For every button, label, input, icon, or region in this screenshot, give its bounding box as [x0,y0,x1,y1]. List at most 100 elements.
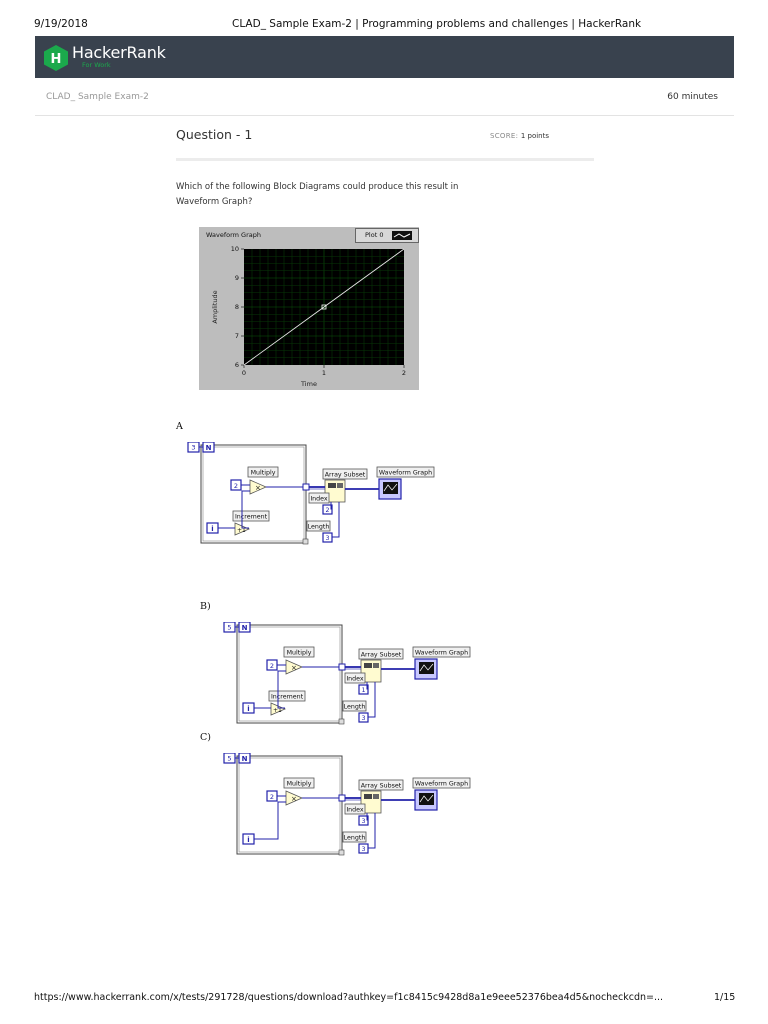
array-subset-glyph-out [337,483,343,488]
n-constant-value: 5 [227,755,231,763]
array-subset-glyph [328,483,336,488]
n-terminal [202,442,215,453]
index-label-box [308,492,330,504]
loop-condition-corner [302,538,309,545]
multiply-label: Multiply [287,650,312,657]
multiply-node-icon [249,479,267,495]
length-label: Length [344,704,366,711]
index-label: Index [346,807,364,814]
iteration-label: i [247,836,249,844]
index-label: Index [346,676,364,683]
question-divider [176,158,594,161]
waveform-terminal-label-box [376,466,435,478]
svg-text:H: H [51,52,62,67]
print-footer-url: https://www.hackerrank.com/x/tests/29172… [34,992,664,1003]
multiply-constant-value: 2 [270,662,274,670]
array-subset-label-box [358,648,404,660]
n-constant-value: 5 [227,624,231,632]
index-label: Index [310,496,328,503]
site-header: H HackerRank For Work [35,36,734,78]
score-value: 1 points [520,132,550,140]
for-loop-inner-frame [202,446,305,542]
length-wire [332,502,340,538]
waveform-graph-title: Waveform Graph [206,231,261,239]
x-axis-label: Time [301,380,317,388]
data-point [321,304,327,310]
brand-subtitle: For Work [82,61,111,69]
for-loop-inner-frame [238,626,341,722]
array-subset-glyph-out [373,794,379,799]
array-subset-label: Array Subset [361,783,402,790]
length-wire [368,682,376,718]
iteration-label: i [247,705,249,713]
n-terminal-label: N [242,624,248,632]
n-terminal-label: N [242,755,248,763]
auto-index-tunnel [338,794,346,802]
multiply-constant-value: 2 [270,793,274,801]
increment-to-multiply-wire [277,670,286,709]
waveform-terminal-label-box [412,777,471,789]
option-letter: A [176,421,183,432]
x-tick-label: 0 [242,369,246,377]
question-text: Which of the following Block Diagrams co… [176,182,459,207]
iter-to-multiply-wire [254,801,286,840]
option-letter: C) [200,732,211,743]
increment-label: Increment [235,514,268,521]
index-constant-value: 2 [325,507,329,514]
length-label-box [306,520,331,532]
n-terminal-label: N [206,444,212,452]
n-terminal [238,753,251,764]
y-tick-label: 10 [231,245,239,253]
exam-time-limit: 60 minutes [667,92,718,102]
auto-index-tunnel [338,663,346,671]
waveform-terminal-trace [383,483,398,492]
length-constant-value: 3 [361,715,365,722]
series-line [243,248,405,366]
array-subset-label: Array Subset [361,652,402,659]
length-constant-value: 3 [325,535,329,542]
y-tick-label: 9 [235,274,239,282]
waveform-terminal-label: Waveform Graph [379,470,432,477]
exam-bar: CLAD_ Sample Exam-2 60 minutes [35,78,734,116]
hackerrank-logo-icon[interactable]: H [44,45,68,71]
auto-index-tunnel [302,483,310,491]
loop-condition-corner [338,849,345,856]
multiply-label: Multiply [287,781,312,788]
index-label-box [344,803,366,815]
array-subset-label: Array Subset [325,472,366,479]
multiply-label-box [247,466,279,478]
exam-name: CLAD_ Sample Exam-2 [46,92,149,102]
multiply-label-box [283,646,315,658]
n-constant-value: 3 [191,444,195,452]
x-tick-label: 2 [402,369,406,377]
option-letter: B) [200,601,211,612]
plot-legend-label: Plot 0 [365,231,384,239]
index-wire [330,502,332,510]
length-constant-value: 3 [361,846,365,853]
x-tick-label: 1 [322,369,326,377]
array-subset-label-box [358,779,404,791]
multiply-symbol: × [291,664,297,672]
length-label-box [342,700,367,712]
y-tick-label: 6 [235,361,239,369]
waveform-terminal-label: Waveform Graph [415,781,468,788]
for-loop-inner-frame [238,757,341,853]
question-score: SCORE: 1 points [490,132,549,140]
increment-label: Increment [271,694,304,701]
question-title: Question - 1 [176,127,253,142]
index-label-box [344,672,366,684]
increment-label-box [232,510,270,522]
array-subset-glyph [364,794,372,799]
brand-name[interactable]: HackerRank [72,43,166,62]
array-subset-glyph-out [373,663,379,668]
plot-legend-swatch-icon [392,231,412,240]
loop-condition-corner [338,718,345,725]
y-tick-label: 7 [235,332,239,340]
length-wire [368,813,376,849]
increment-label-box [268,690,306,702]
multiply-constant-value: 2 [234,482,238,490]
length-label-box [342,831,367,843]
